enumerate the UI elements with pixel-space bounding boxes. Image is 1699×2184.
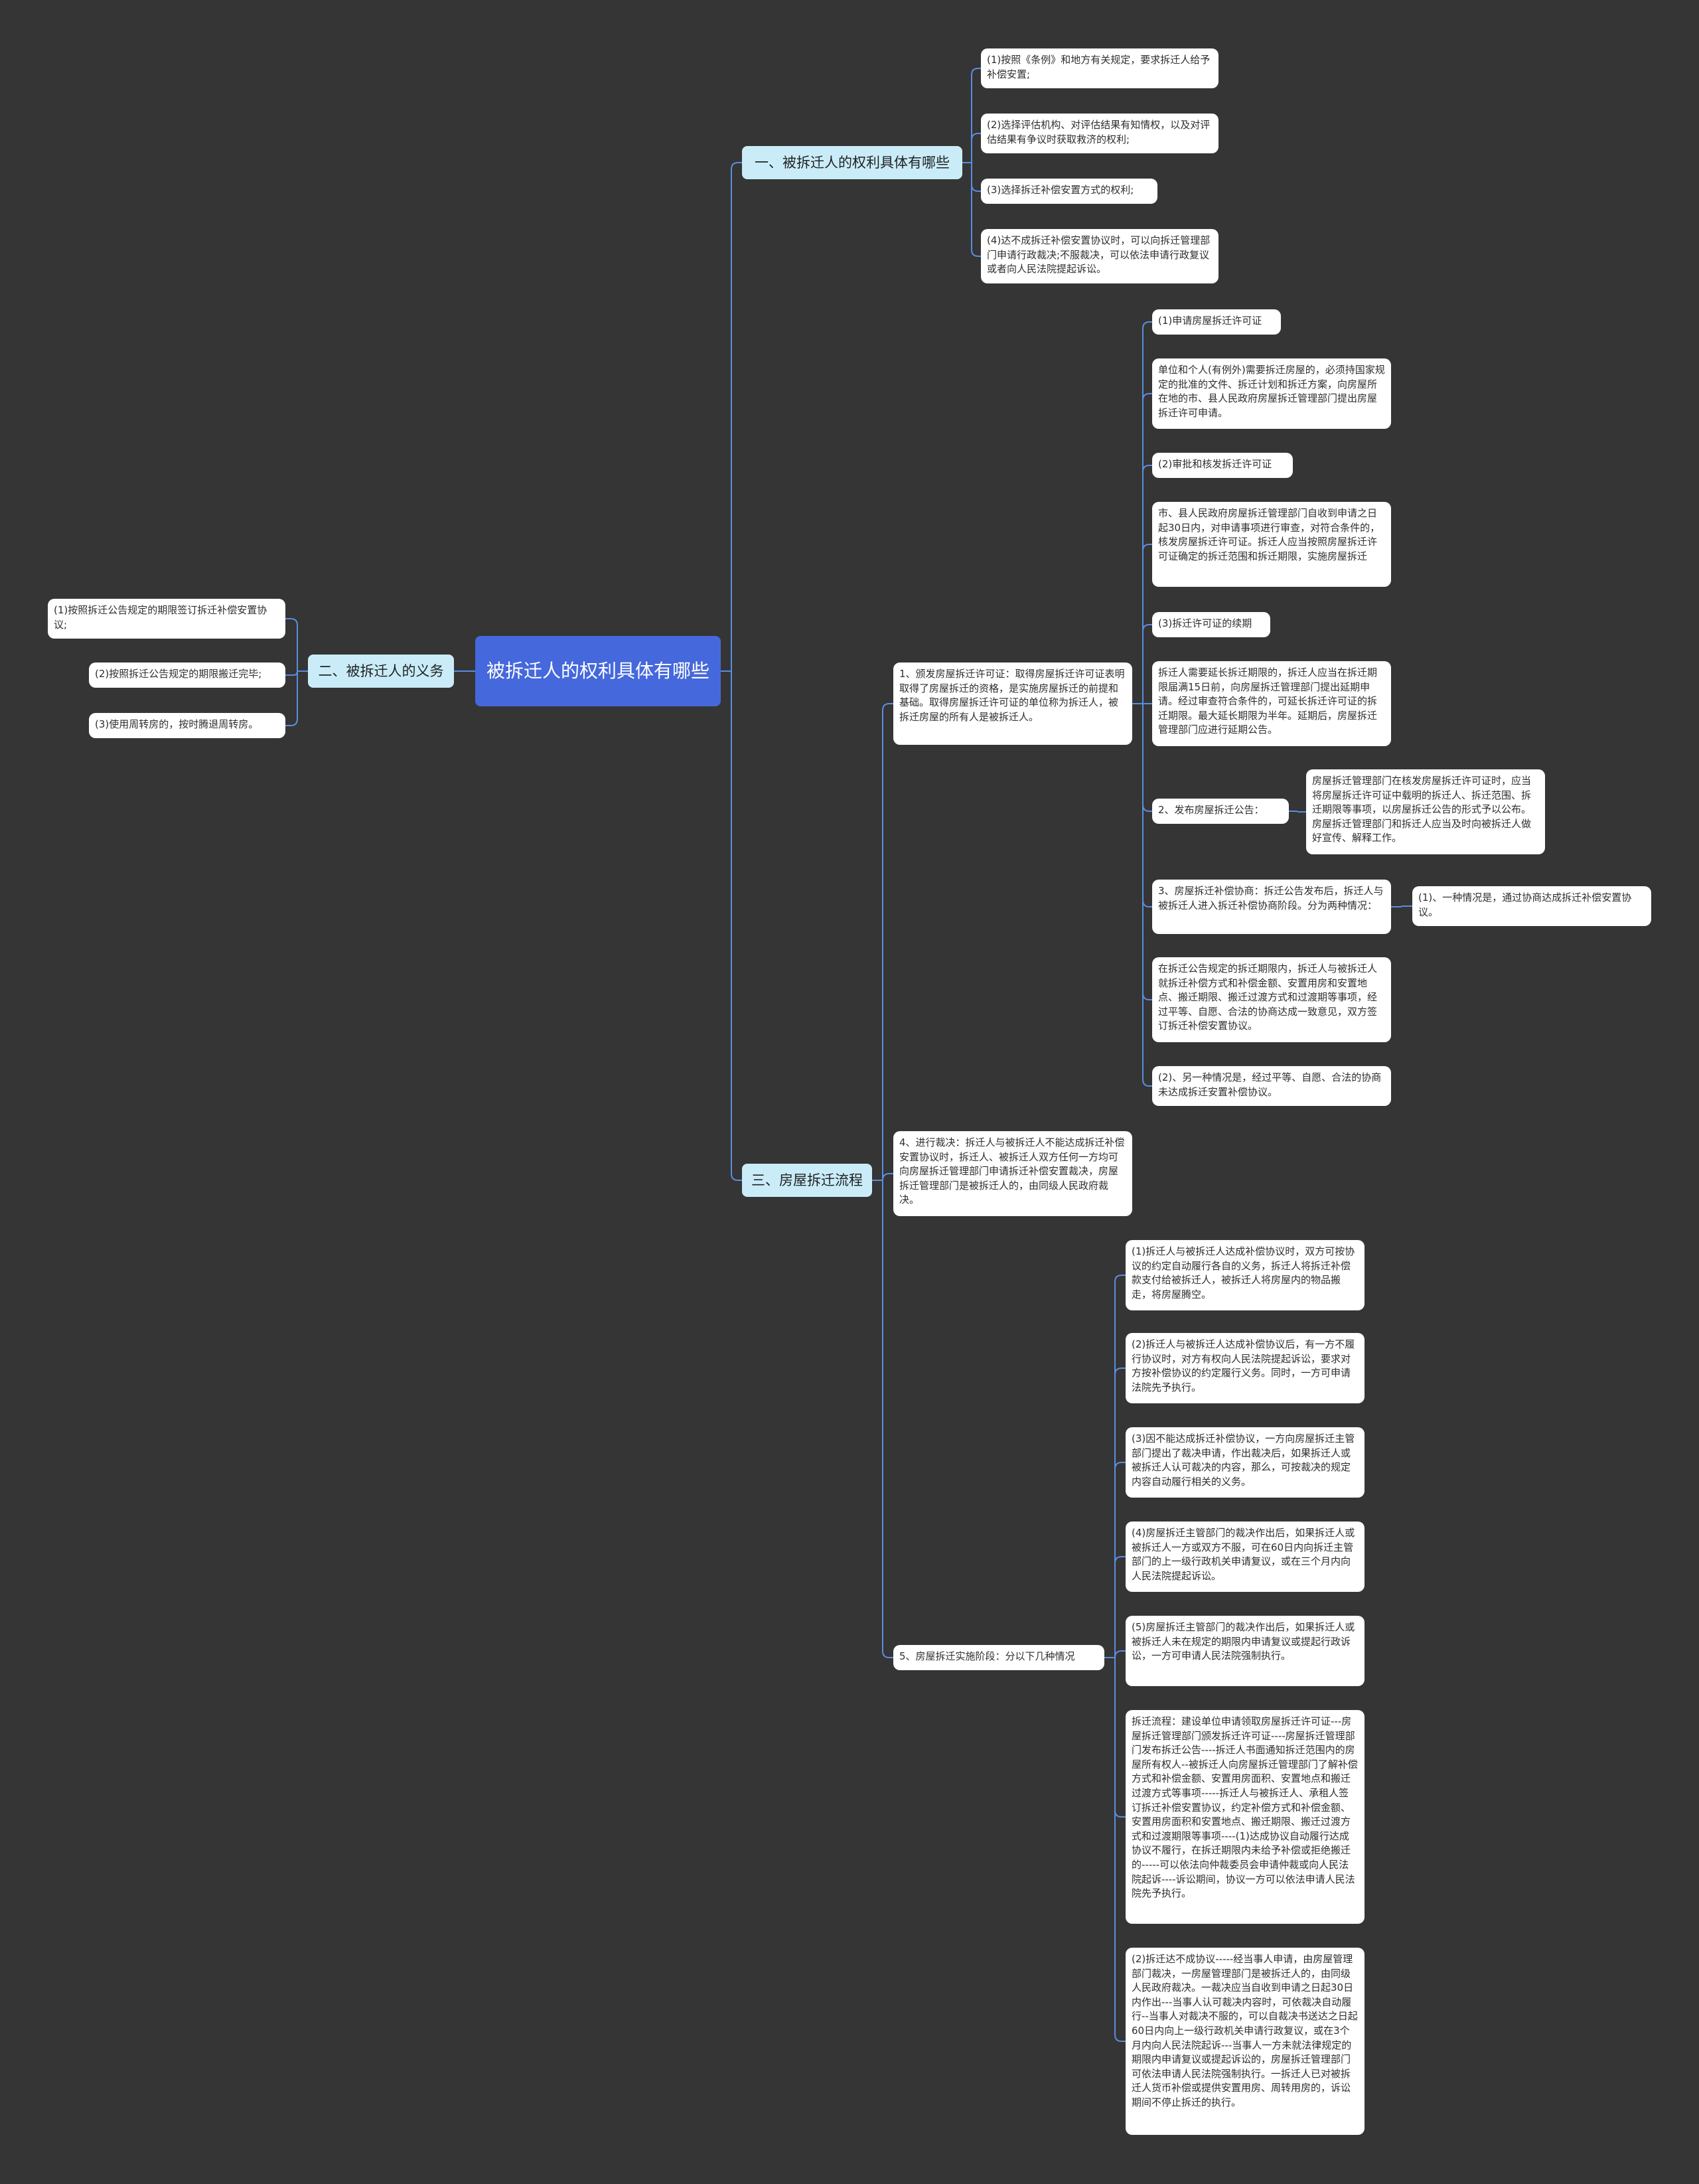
rights-item-3[interactable]: (3)选择拆迁补偿安置方式的权利; [981, 179, 1157, 204]
step1-child-6[interactable]: 拆迁人需要延长拆迁期限的，拆迁人应当在拆迁期限届满15日前，向房屋拆迁管理部门提… [1152, 661, 1391, 746]
step1-child-3[interactable]: (2)审批和核发拆迁许可证 [1152, 453, 1293, 478]
process-step-5[interactable]: 5、房屋拆迁实施阶段：分以下几种情况 [893, 1645, 1104, 1670]
rights-item-1[interactable]: (1)按照《条例》和地方有关规定，要求拆迁人给予补偿安置; [981, 48, 1219, 88]
connector-32 [1401, 905, 1412, 907]
connector-12 [285, 670, 298, 676]
duties-item-1[interactable]: (1)按照拆迁公告规定的期限签订拆迁补偿安置协议; [48, 599, 285, 639]
connector-8 [971, 163, 981, 192]
connector-23 [1142, 624, 1152, 704]
connector-17 [882, 1180, 893, 1658]
connector-7 [971, 133, 981, 163]
step1-child-5[interactable]: (3)拆迁许可证的续期 [1152, 612, 1270, 637]
process-step-4[interactable]: 4、进行裁决：拆迁人与被拆迁人不能达成拆迁补偿安置协议时，拆迁人、被拆迁人双方任… [893, 1131, 1132, 1216]
connector-26 [1142, 704, 1152, 907]
connector-25 [1142, 704, 1152, 812]
connector-40 [1114, 1658, 1126, 2042]
connector-13 [285, 671, 298, 726]
step5-child-6[interactable]: 拆迁流程：建设单位申请领取房屋拆迁许可证---房屋拆迁管理部门颁发拆迁许可证--… [1126, 1710, 1365, 1924]
step3-child[interactable]: (1)、一种情况是，通过协商达成拆迁补偿安置协议。 [1412, 886, 1651, 926]
connector-20 [1142, 393, 1152, 704]
step5-child-4[interactable]: (4)房屋拆迁主管部门的裁决作出后，如果拆迁人或被拆迁人一方或双方不服，可在60… [1126, 1521, 1365, 1592]
connector-22 [1142, 544, 1152, 704]
connector-11 [285, 618, 298, 671]
connector-37 [1114, 1556, 1126, 1658]
connector-15 [882, 703, 893, 1180]
connector-39 [1114, 1658, 1126, 1818]
connector-27 [1142, 704, 1152, 1000]
connector-38 [1114, 1650, 1126, 1658]
process-step-1[interactable]: 1、颁发房屋拆迁许可证：取得房屋拆迁许可证表明取得了房屋拆迁的资格，是实施房屋拆… [893, 663, 1132, 745]
step1-child-7[interactable]: 在拆迁公告规定的拆迁期限内，拆迁人与被拆迁人就拆迁补偿方式和补偿金额、安置用房和… [1152, 957, 1391, 1042]
connector-6 [971, 68, 981, 163]
connector-35 [1114, 1367, 1126, 1658]
branch-rights-title[interactable]: 一、被拆迁人的权利具体有哪些 [742, 146, 962, 179]
connector-21 [1142, 465, 1152, 704]
duties-item-2[interactable]: (2)按照拆迁公告规定的期限搬迁完毕; [89, 663, 285, 688]
connector-1 [731, 162, 742, 671]
rights-item-2[interactable]: (2)选择评估机构、对评估结果有知情权，以及对评估结果有争议时获取救济的权利; [981, 114, 1219, 153]
step5-child-3[interactable]: (3)因不能达成拆迁补偿协议，一方向房屋拆迁主管部门提出了裁决申请，作出裁决后，… [1126, 1427, 1365, 1498]
root-topic[interactable]: 被拆迁人的权利具体有哪些 [475, 636, 721, 706]
connector-9 [971, 163, 981, 257]
rights-item-4[interactable]: (4)达不成拆迁补偿安置协议时，可以向拆迁管理部门申请行政裁决;不服裁决，可以依… [981, 229, 1219, 283]
connector-16 [882, 1173, 893, 1181]
connector-30 [1297, 811, 1306, 813]
process-step-3[interactable]: 3、房屋拆迁补偿协商：拆迁公告发布后，拆迁人与被拆迁人进入拆迁补偿协商阶段。分为… [1152, 880, 1391, 934]
duties-item-3[interactable]: (3)使用周转房的，按时腾退周转房。 [89, 713, 285, 738]
connector-36 [1114, 1462, 1126, 1658]
connector-34 [1114, 1275, 1126, 1658]
connector-19 [1142, 321, 1152, 704]
step5-child-7[interactable]: (2)拆迁达不成协议-----经当事人申请，由房屋管理部门裁决，一房屋管理部门是… [1126, 1948, 1365, 2135]
branch-process-title[interactable]: 三、房屋拆迁流程 [742, 1164, 872, 1197]
step5-child-5[interactable]: (5)房屋拆迁主管部门的裁决作出后，如果拆迁人或被拆迁人未在规定的期限内申请复议… [1126, 1616, 1365, 1686]
step1-child-4[interactable]: 市、县人民政府房屋拆迁管理部门自收到申请之日起30日内，对申请事项进行审查，对符… [1152, 502, 1391, 587]
step5-child-2[interactable]: (2)拆迁人与被拆迁人达成补偿协议后，有一方不履行协议时，对方有权向人民法院提起… [1126, 1333, 1365, 1403]
process-step-2[interactable]: 2、发布房屋拆迁公告： [1152, 799, 1289, 824]
step1-child-8[interactable]: (2)、另一种情况是，经过平等、自愿、合法的协商未达成拆迁安置补偿协议。 [1152, 1066, 1391, 1106]
branch-duties-title[interactable]: 二、被拆迁人的义务 [308, 655, 454, 688]
connector-2 [731, 671, 742, 1181]
connector-28 [1142, 704, 1152, 1087]
step5-child-1[interactable]: (1)拆迁人与被拆迁人达成补偿协议时，双方可按协议的约定自动履行各自的义务，拆迁… [1126, 1240, 1365, 1310]
step1-child-2[interactable]: 单位和个人(有例外)需要拆迁房屋的，必须持国家规定的批准的文件、拆迁计划和拆迁方… [1152, 358, 1391, 429]
step1-child-1[interactable]: (1)申请房屋拆迁许可证 [1152, 309, 1281, 335]
step2-child[interactable]: 房屋拆迁管理部门在核发房屋拆迁许可证时，应当将房屋拆迁许可证中载明的拆迁人、拆迁… [1306, 769, 1545, 854]
